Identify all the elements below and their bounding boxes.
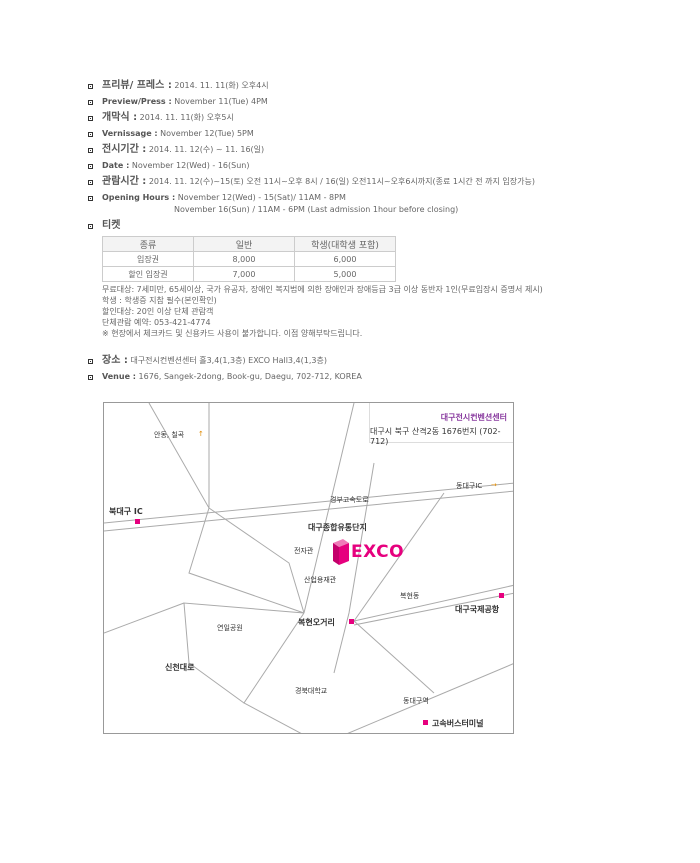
table-cell: 6,000 [294, 251, 396, 267]
info-label: Date : [102, 161, 130, 170]
map-roads [104, 403, 513, 733]
map-label-yeonil-park: 연일공원 [217, 624, 243, 632]
map-label-dongdaegu-station: 동대구역 [403, 697, 429, 705]
info-venue-en: Venue : 1676, Sangek-2dong, Book-gu, Dae… [88, 371, 688, 387]
info-period-ko: 전시기간 : 2014. 11. 12(수) ~ 11. 16(일) [88, 144, 688, 160]
square-bullet-icon [88, 196, 93, 201]
exco-logo: EXCO [333, 539, 453, 565]
square-bullet-icon [88, 100, 93, 105]
ticket-heading: 티켓 [88, 220, 688, 236]
info-label: 장소 : [102, 355, 128, 366]
info-value: 2014. 11. 12(수) ~ 11. 16(일) [148, 145, 265, 154]
square-bullet-icon [88, 148, 93, 153]
table-row: 입장권 8,000 6,000 [102, 251, 396, 267]
table-header: 일반 [193, 236, 295, 252]
info-value: 2014. 11. 12(수)~15(토) 오전 11시~오후 8시 / 16(… [148, 177, 535, 186]
note-line: ※ 현장에서 체크카드 및 신용카드 사용이 불가합니다. 이점 양해부탁드립니… [102, 329, 363, 338]
table-header: 학생(대학생 포함) [294, 236, 396, 252]
arrow-up-icon: ↑ [198, 430, 204, 438]
info-label: Preview/Press : [102, 97, 172, 106]
exco-cube-icon [333, 539, 349, 565]
map-label-industrial-hall: 산업용재관 [304, 576, 337, 584]
info-value: November 12(Wed) - 16(Sun) [131, 161, 250, 170]
table-cell: 할인 입장권 [102, 266, 194, 282]
ticket-notes: 무료대상: 7세미만, 65세이상, 국가 유공자, 장애인 복지법에 의한 장… [102, 284, 688, 339]
location-marker-icon [499, 593, 504, 598]
info-value: November 11(Tue) 4PM [174, 97, 268, 106]
info-opening-en: Vernissage : November 12(Tue) 5PM [88, 128, 688, 144]
map-label-daegu-airport: 대구국제공항 [455, 605, 500, 614]
info-label: Vernissage : [102, 129, 158, 138]
location-marker-icon [135, 519, 140, 524]
arrow-right-icon: → [491, 481, 497, 489]
map-label-sincheon-road: 신천대로 [165, 663, 195, 672]
map-label-bukdaegu-ic: 북대구 IC [109, 507, 143, 516]
info-preview-en: Preview/Press : November 11(Tue) 4PM [88, 96, 688, 112]
info-value: 2014. 11. 11(화) 오후4시 [174, 81, 269, 90]
venue-info-box: 대구전시컨벤션센터 대구시 북구 산격2동 1676번지 (702-712) [369, 403, 513, 446]
info-value: 1676, Sangek-2dong, Book-gu, Daegu, 702-… [138, 372, 362, 381]
exhibition-info-list: 프리뷰/ 프레스 : 2014. 11. 11(화) 오후4시 Preview/… [88, 80, 688, 387]
map-label-andong: 안동, 칠곡 [154, 431, 185, 439]
table-header-row: 종류 일반 학생(대학생 포함) [102, 236, 396, 252]
info-label: Opening Hours : [102, 193, 176, 202]
table-row: 할인 입장권 7,000 5,000 [102, 266, 396, 282]
map-label-bokhyeon-dong: 복현동 [400, 592, 420, 600]
info-value: November 12(Tue) 5PM [160, 129, 254, 138]
info-label: 개막식 : [102, 112, 138, 123]
info-label: Venue : [102, 372, 136, 381]
map-label-dongdaegu-ic: 동대구IC [456, 482, 483, 490]
map-label-bus-terminal: 고속버스터미널 [432, 719, 484, 728]
square-bullet-icon [88, 116, 93, 121]
table-cell: 7,000 [193, 266, 295, 282]
ticket-label: 티켓 [102, 220, 121, 231]
table-header: 종류 [102, 236, 194, 252]
info-opening-ko: 개막식 : 2014. 11. 11(화) 오후5시 [88, 112, 688, 128]
info-preview-ko: 프리뷰/ 프레스 : 2014. 11. 11(화) 오후4시 [88, 80, 688, 96]
venue-address: 대구시 북구 산격2동 1676번지 (702-712) [370, 427, 501, 446]
exco-logo-text: EXCO [351, 542, 405, 562]
info-value: 2014. 11. 11(화) 오후5시 [139, 113, 234, 122]
map-label-gyeongbu-expressway: 경부고속도로 [330, 496, 369, 504]
note-line: 무료대상: 7세미만, 65세이상, 국가 유공자, 장애인 복지법에 의한 장… [102, 285, 543, 294]
ticket-table: 종류 일반 학생(대학생 포함) 입장권 8,000 6,000 할인 입장권 … [102, 236, 396, 282]
info-period-en: Date : November 12(Wed) - 16(Sun) [88, 160, 688, 176]
table-cell: 5,000 [294, 266, 396, 282]
location-marker-icon [423, 720, 428, 725]
map-label-bokhyeon-intersection: 복현오거리 [298, 618, 335, 627]
square-bullet-icon [88, 359, 93, 364]
info-label: 프리뷰/ 프레스 : [102, 80, 172, 91]
map-label-electronics-hall: 전자관 [294, 547, 314, 555]
square-bullet-icon [88, 375, 93, 380]
info-label: 전시기간 : [102, 144, 147, 155]
info-hours-ko: 관람시간 : 2014. 11. 12(수)~15(토) 오전 11시~오후 8… [88, 176, 688, 192]
table-cell: 입장권 [102, 251, 194, 267]
location-marker-icon [349, 619, 354, 624]
info-value: November 12(Wed) - 15(Sat)/ 11AM - 8PM [177, 193, 346, 202]
info-hours-en-line2: November 16(Sun) / 11AM - 6PM (Last admi… [174, 205, 459, 214]
square-bullet-icon [88, 84, 93, 89]
map-label-distribution-complex: 대구종합유통단지 [308, 523, 367, 532]
map-label-knu: 경북대학교 [295, 687, 328, 695]
info-value: 대구전시컨벤션센터 홀3,4(1,3층) EXCO Hall3,4(1,3층) [130, 356, 327, 365]
spacer [88, 339, 688, 355]
location-map: 대구전시컨벤션센터 대구시 북구 산격2동 1676번지 (702-712) 안… [103, 402, 514, 734]
square-bullet-icon [88, 164, 93, 169]
square-bullet-icon [88, 224, 93, 229]
ticket-section: 종류 일반 학생(대학생 포함) 입장권 8,000 6,000 할인 입장권 … [88, 236, 688, 339]
note-line: 할인대상: 20인 이상 단체 관람객 [102, 307, 214, 316]
info-venue-ko: 장소 : 대구전시컨벤션센터 홀3,4(1,3층) EXCO Hall3,4(1… [88, 355, 688, 371]
square-bullet-icon [88, 180, 93, 185]
venue-name: 대구전시컨벤션센터 [440, 413, 507, 422]
note-line: 단체관람 예약: 053-421-4774 [102, 318, 211, 327]
info-hours-en: Opening Hours : November 12(Wed) - 15(Sa… [88, 192, 688, 208]
square-bullet-icon [88, 132, 93, 137]
note-line: 학생 : 학생증 지참 필수(본인확인) [102, 296, 217, 305]
table-cell: 8,000 [193, 251, 295, 267]
info-label: 관람시간 : [102, 176, 147, 187]
